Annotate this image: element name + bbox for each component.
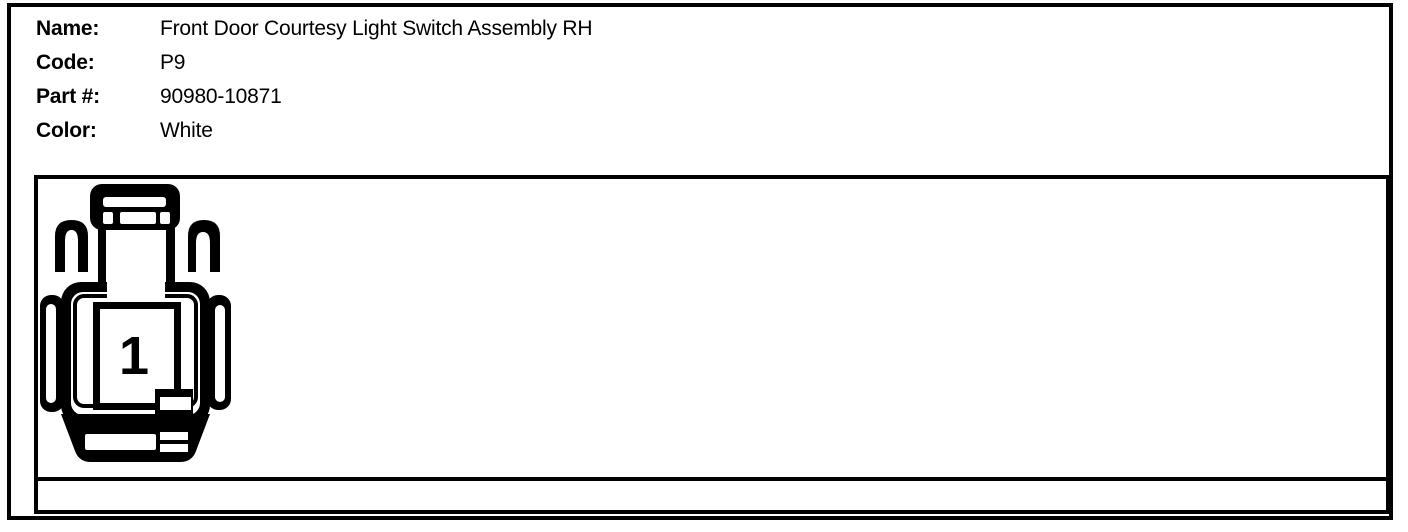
part-number-label: Part #:: [36, 85, 100, 108]
field-row-color: Color: White: [36, 118, 936, 152]
color-value: White: [160, 119, 213, 142]
connector-side-wings: [40, 295, 231, 412]
part-number-value: 90980-10871: [160, 85, 282, 108]
field-row-code: Code: P9: [36, 50, 936, 84]
connector-lock-tab: [90, 184, 180, 230]
connector-diagram-box: [34, 175, 1390, 481]
connector-ears: [55, 220, 220, 277]
field-row-name: Name: Front Door Courtesy Light Switch A…: [36, 16, 936, 50]
pin-1-label: 1: [119, 326, 149, 386]
name-value: Front Door Courtesy Light Switch Assembl…: [160, 17, 593, 40]
pin-1-cavity: 1: [93, 302, 181, 410]
connector-key-notch: [155, 389, 193, 415]
connector-info-fields: Name: Front Door Courtesy Light Switch A…: [36, 16, 936, 152]
connector-drawing-svg: 1: [40, 184, 231, 462]
bottom-strip: [34, 481, 1390, 514]
connector-neck: [98, 226, 175, 289]
field-row-part-number: Part #: 90980-10871: [36, 84, 936, 118]
name-label: Name:: [36, 17, 100, 40]
connector-bottom-skirt: [61, 414, 210, 462]
connector-pinout-drawing: 1: [30, 177, 240, 467]
code-value: P9: [160, 51, 186, 74]
page-border: [7, 3, 1393, 520]
color-label: Color:: [36, 119, 97, 142]
code-label: Code:: [36, 51, 95, 74]
